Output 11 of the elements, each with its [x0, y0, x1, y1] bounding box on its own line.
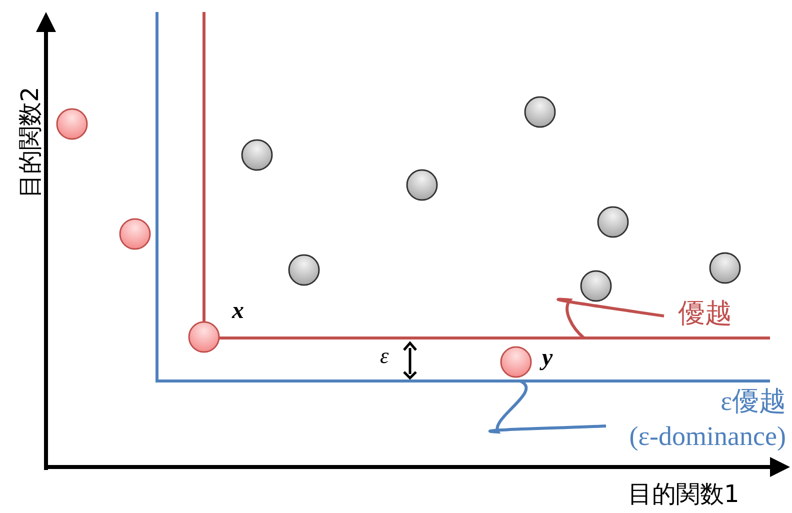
leader-line	[558, 298, 664, 340]
annotation-label: ε優越	[720, 385, 786, 418]
axis-label: 目的関数2	[15, 86, 45, 198]
annotation-label: (ε-dominance)	[629, 420, 786, 454]
axis-label: 目的関数1	[628, 479, 740, 510]
point-label: ε	[380, 343, 389, 369]
annotation-label: 優越	[678, 297, 732, 330]
point-label: y	[542, 345, 553, 372]
dominance-boundary	[156, 12, 770, 382]
leader-line	[490, 380, 606, 434]
point-label: x	[232, 298, 244, 325]
